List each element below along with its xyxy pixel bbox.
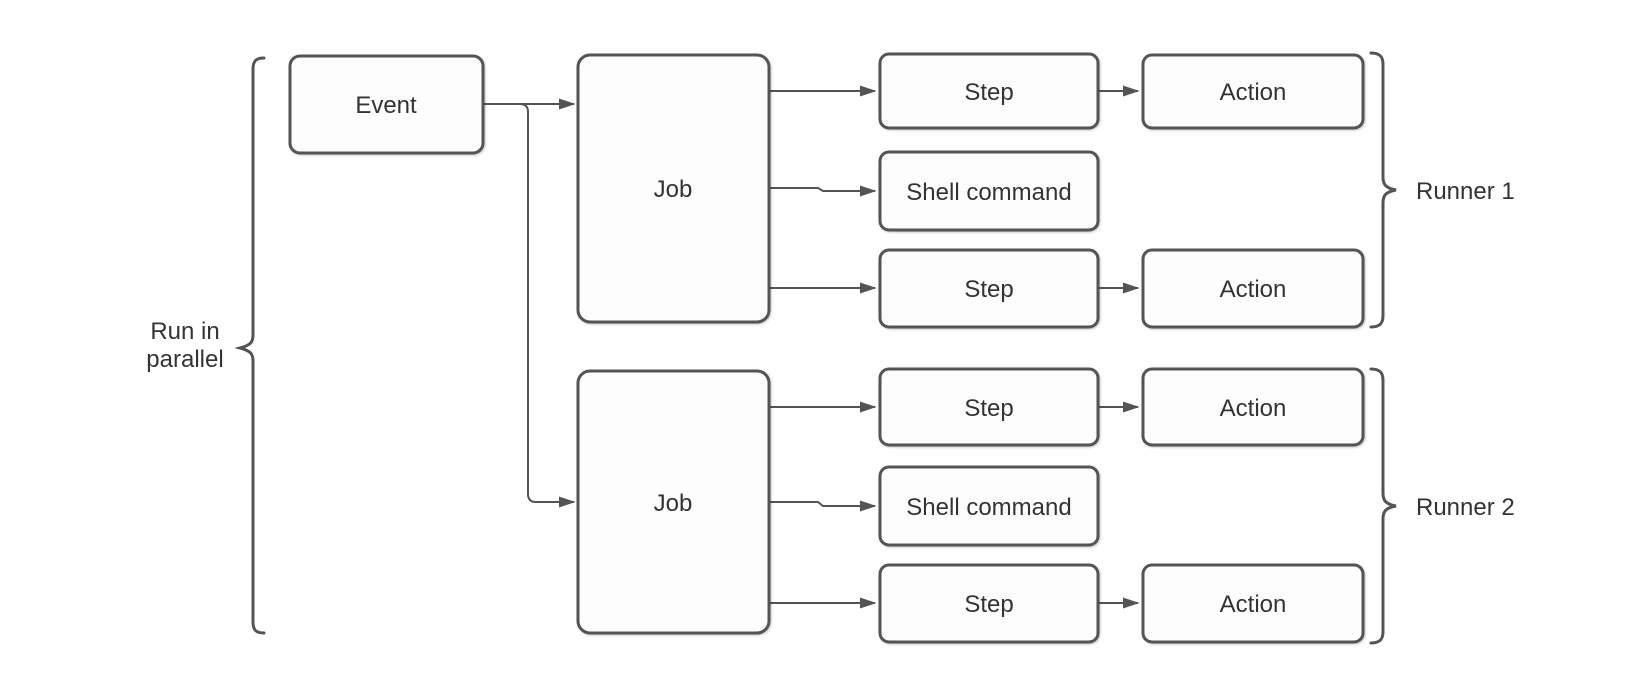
step1-node-box [878,52,1100,130]
action1-node-label: Action [1220,79,1287,106]
step4-node-label: Step [964,591,1013,618]
action4-node-box [1141,563,1365,644]
shell1-node-label: Shell command [906,179,1071,206]
arrow-job1-to-shell1 [770,188,875,191]
runner1-brace [1369,51,1397,329]
annotation-group: Run in parallel Runner 1 Runner 2 [146,178,1514,521]
action2-node-box [1141,248,1365,329]
event-node-box [288,54,485,155]
job2-node-label: Job [654,490,693,517]
event-node-label: Event [355,92,417,119]
run-in-parallel-brace [234,56,266,635]
runner1-label: Runner 1 [1416,178,1515,205]
shell2-node-box [878,465,1100,547]
step1-node-label: Step [964,79,1013,106]
step2-node-box [878,248,1100,329]
step3-node-label: Step [964,395,1013,422]
node-group: Event Job Job Step Shell command Step St… [288,52,1365,644]
job1-node-label: Job [654,176,693,203]
action2-node-label: Action [1220,276,1287,303]
step2-node-label: Step [964,276,1013,303]
shell2-node-label: Shell command [906,494,1071,521]
action1-node-box [1141,53,1365,130]
run-in-parallel-label-line1: Run in [150,318,219,345]
connector-group [484,91,1138,603]
action4-node-label: Action [1220,591,1287,618]
arrow-job2-to-shell2 [770,502,875,506]
job2-node-box [576,369,771,635]
step3-node-box [878,367,1100,447]
brace-group [234,51,1397,645]
run-in-parallel-label-line2: parallel [146,346,223,373]
job1-node-box [576,53,771,324]
runner2-label: Runner 2 [1416,494,1515,521]
shell1-node-box [878,150,1100,232]
arrow-event-to-job2 [519,103,574,502]
runner2-brace [1369,367,1397,645]
action3-node-label: Action [1220,395,1287,422]
step4-node-box [878,563,1100,644]
action3-node-box [1141,367,1365,447]
